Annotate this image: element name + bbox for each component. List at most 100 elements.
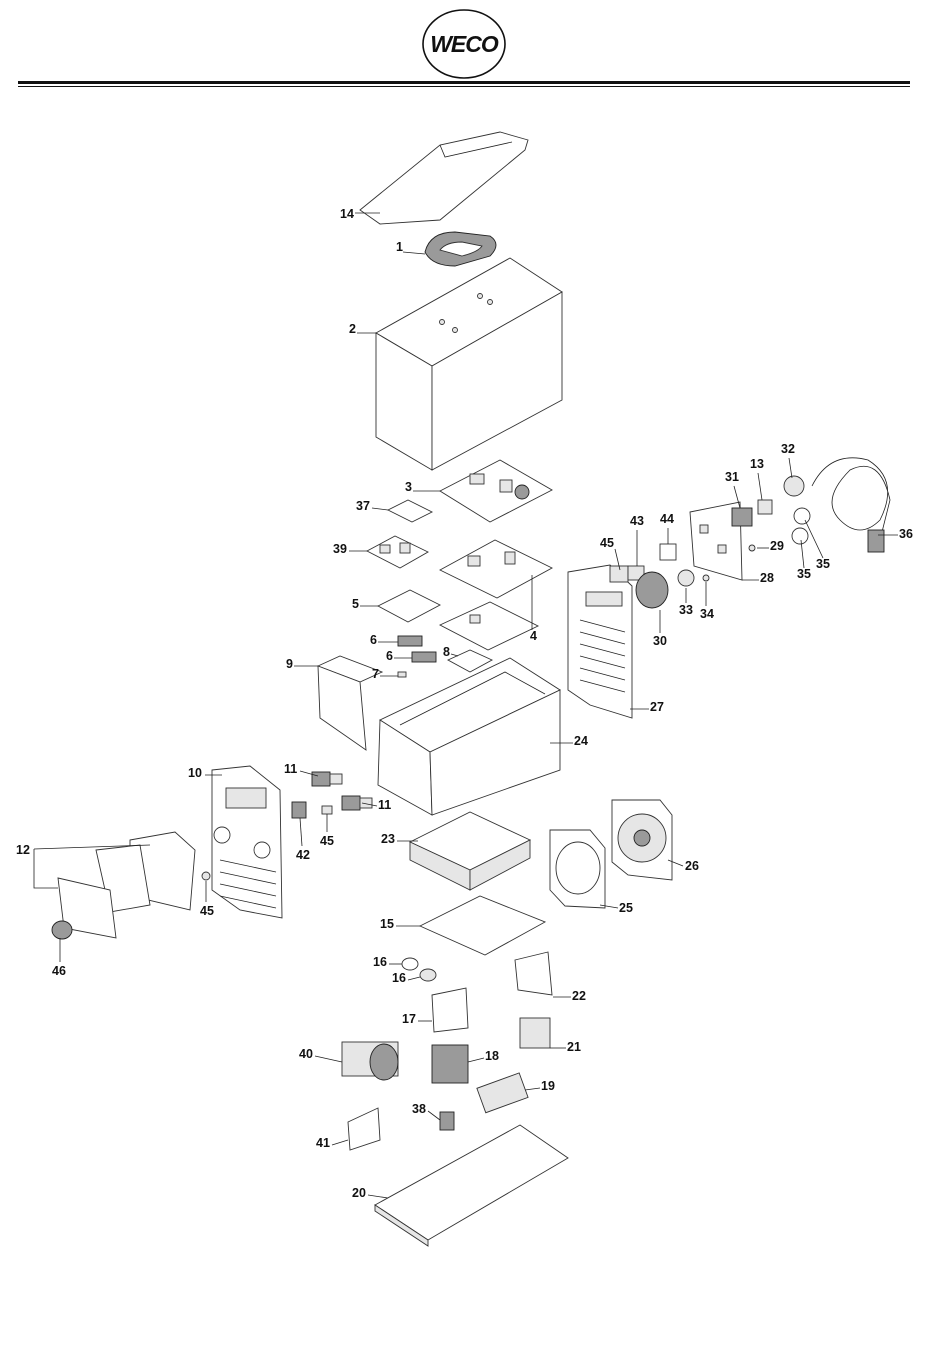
callout-c27: 27 <box>630 700 664 714</box>
callout-number: 23 <box>381 832 395 846</box>
callout-leader-line <box>801 540 804 568</box>
callout-c14: 14 <box>340 207 380 221</box>
callout-number: 26 <box>685 859 699 873</box>
callout-number: 10 <box>188 766 202 780</box>
callout-number: 12 <box>16 843 30 857</box>
callout-number: 34 <box>700 607 714 621</box>
callout-c26: 26 <box>668 859 699 873</box>
callout-number: 44 <box>660 512 674 526</box>
callout-c44: 44 <box>660 512 674 544</box>
callout-number: 36 <box>899 527 913 541</box>
callout-c37: 37 <box>356 499 388 513</box>
callout-c23: 23 <box>381 832 418 846</box>
callout-number: 16 <box>392 971 406 985</box>
callout-number: 37 <box>356 499 370 513</box>
callout-number: 15 <box>380 917 394 931</box>
callout-number: 9 <box>286 657 293 671</box>
callout-number: 45 <box>200 904 214 918</box>
callout-leader-line <box>300 818 302 846</box>
callout-number: 21 <box>567 1040 581 1054</box>
callout-c3: 3 <box>405 480 440 494</box>
callout-number: 43 <box>630 514 644 528</box>
callout-c32: 32 <box>781 442 795 478</box>
callout-c6a: 6 <box>370 633 398 647</box>
callout-c5: 5 <box>352 597 378 611</box>
callout-c24: 24 <box>550 734 588 748</box>
callout-c42: 42 <box>296 818 310 862</box>
callout-number: 20 <box>352 1186 366 1200</box>
callout-number: 35 <box>816 557 830 571</box>
callout-c45c: 45 <box>200 881 214 918</box>
callout-number: 27 <box>650 700 664 714</box>
callout-c28: 28 <box>742 571 774 585</box>
callout-number: 35 <box>797 567 811 581</box>
callout-c1: 1 <box>396 240 425 254</box>
callout-c17: 17 <box>402 1012 432 1026</box>
callout-c22: 22 <box>553 989 586 1003</box>
callout-number: 45 <box>320 834 334 848</box>
callout-c33: 33 <box>679 588 693 617</box>
callout-number: 28 <box>760 571 774 585</box>
callout-leader-line <box>451 654 458 656</box>
callout-number: 42 <box>296 848 310 862</box>
callout-c30: 30 <box>653 610 667 648</box>
callout-number: 5 <box>352 597 359 611</box>
callout-number: 11 <box>284 762 297 776</box>
callout-number: 41 <box>316 1136 330 1150</box>
callout-c8: 8 <box>443 645 458 659</box>
callout-c6b: 6 <box>386 649 412 663</box>
callout-leader-line <box>315 1056 342 1062</box>
callout-leader-line <box>428 1111 440 1120</box>
callout-c43: 43 <box>630 514 644 566</box>
callout-c41: 41 <box>316 1136 348 1150</box>
callout-c9: 9 <box>286 657 318 671</box>
callout-c16b: 16 <box>392 971 420 985</box>
callout-leader-line <box>668 860 683 866</box>
callout-c20: 20 <box>352 1186 388 1200</box>
callout-c25: 25 <box>600 901 633 915</box>
callout-c36: 36 <box>878 527 913 541</box>
callout-number: 6 <box>386 649 393 663</box>
callout-c12: 12 <box>16 843 150 857</box>
callout-leader-line <box>805 520 823 558</box>
callout-number: 6 <box>370 633 377 647</box>
callout-number: 14 <box>340 207 354 221</box>
callout-number: 22 <box>572 989 586 1003</box>
callout-number: 45 <box>600 536 614 550</box>
callout-number: 46 <box>52 964 66 978</box>
callout-c29: 29 <box>757 539 784 553</box>
callout-leader-line <box>408 977 420 980</box>
callout-leader-line <box>615 549 620 570</box>
callout-number: 39 <box>333 542 347 556</box>
callout-leader-line <box>362 803 377 806</box>
callout-leader-line <box>368 1195 388 1198</box>
callout-c11b: 11 <box>362 798 391 812</box>
callout-c34: 34 <box>700 582 714 621</box>
callout-number: 40 <box>299 1047 313 1061</box>
callout-c13: 13 <box>750 457 764 500</box>
callout-c40: 40 <box>299 1047 342 1062</box>
callout-leader-line <box>758 473 762 500</box>
callout-leader-line <box>34 845 150 849</box>
callout-number: 32 <box>781 442 795 456</box>
callout-c35a: 35 <box>805 520 830 571</box>
callout-number: 33 <box>679 603 693 617</box>
callout-leader-line <box>332 1140 348 1145</box>
callout-number: 13 <box>750 457 764 471</box>
callout-number: 30 <box>653 634 667 648</box>
callout-number: 29 <box>770 539 784 553</box>
callout-c18: 18 <box>468 1049 499 1063</box>
callout-c35b: 35 <box>797 540 811 581</box>
callout-c46: 46 <box>52 938 66 978</box>
callout-number: 24 <box>574 734 588 748</box>
callout-number: 2 <box>349 322 356 336</box>
callout-c45b: 45 <box>320 814 334 848</box>
callout-c7: 7 <box>372 667 398 681</box>
callout-number: 3 <box>405 480 412 494</box>
callout-c11a: 11 <box>284 762 318 776</box>
callout-c45a: 45 <box>600 536 620 570</box>
callout-leader-line <box>600 905 618 908</box>
callout-number: 7 <box>372 667 379 681</box>
callout-c31: 31 <box>725 470 740 508</box>
callout-number: 19 <box>541 1079 555 1093</box>
